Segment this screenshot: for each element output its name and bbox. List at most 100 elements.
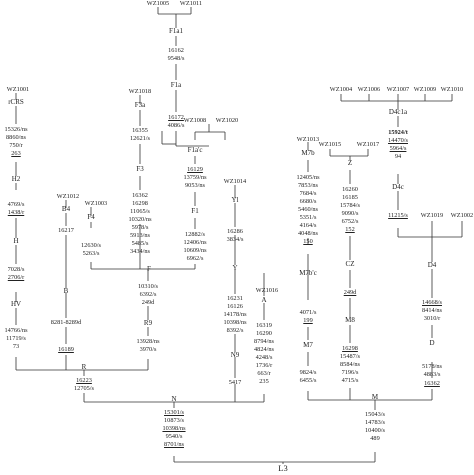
- haplogroup-label: F1a'c: [187, 146, 203, 154]
- mutation-label: 14766/ns: [4, 327, 28, 334]
- mutation-label: 10609/ns: [183, 247, 207, 254]
- sample-label: WZ1002: [450, 212, 474, 219]
- root-haplogroup-label: L3: [278, 463, 288, 473]
- mutation-label: 15326/ns: [4, 126, 28, 133]
- mutation-label: 4071/s: [299, 309, 317, 316]
- mutation-label: 16260: [342, 186, 358, 193]
- haplogroup-label: A: [261, 296, 267, 304]
- mutation-label: 11065/s: [130, 208, 150, 215]
- mutation-label: 249d: [343, 289, 357, 296]
- haplogroup-label: H2: [11, 175, 21, 183]
- sample-label: WZ1016: [255, 287, 279, 294]
- sample-label: WZ1007: [386, 86, 410, 93]
- haplogroup-label: HV: [10, 300, 22, 308]
- sample-label: WZ1013: [296, 136, 320, 143]
- mutation-label: 7853/ns: [298, 182, 318, 189]
- mutation-label: 1736/r: [255, 362, 273, 369]
- mutation-label: 16172: [168, 114, 184, 121]
- haplogroup-label: D: [429, 339, 435, 347]
- mutation-label: 150: [303, 238, 313, 245]
- mutation-label: 4248/s: [255, 354, 273, 361]
- mutation-label: 3010/r: [423, 315, 441, 322]
- haplogroup-label: M7b'c: [299, 269, 317, 277]
- haplogroup-label: F4: [87, 213, 95, 221]
- mutation-label: 8860/ns: [6, 134, 26, 141]
- reference-label: rCRS: [8, 98, 24, 106]
- mutation-label: 4715/s: [341, 377, 359, 384]
- mutation-label: 16129: [187, 166, 203, 173]
- mutation-label: 14668/s: [422, 299, 442, 306]
- mutation-label: 8392/s: [226, 327, 244, 334]
- haplogroup-label: D4c: [392, 183, 404, 191]
- sample-label: WZ1018: [128, 88, 152, 95]
- mutation-label: 12705/s: [74, 385, 94, 392]
- mutation-label: 16189: [58, 346, 74, 353]
- mutation-label: 14470/s: [388, 137, 408, 144]
- haplogroup-label: H: [13, 237, 19, 245]
- haplogroup-label: Z: [347, 159, 353, 167]
- mutation-label: 10400/s: [365, 427, 385, 434]
- haplogroup-label: F3: [136, 165, 144, 173]
- sample-label: WZ1015: [318, 141, 342, 148]
- sample-label: WZ1010: [440, 86, 464, 93]
- mutation-label: 16162: [168, 47, 184, 54]
- haplogroup-label: B: [63, 287, 69, 295]
- mutation-label: 13928/ns: [136, 338, 160, 345]
- mutation-label: 4883/s: [423, 371, 441, 378]
- mutation-label: 6455/s: [299, 377, 317, 384]
- mutation-label: 7684/s: [299, 190, 317, 197]
- mutation-label: 6680/s: [299, 198, 317, 205]
- mutation-label: 10873/s: [164, 417, 184, 424]
- mutation-label: 12882/s: [185, 231, 205, 238]
- mutation-label: 235: [259, 378, 269, 385]
- haplogroup-label: F1: [191, 207, 199, 215]
- mutation-label: 4164/s: [299, 222, 317, 229]
- mutation-label: 15487/s: [340, 353, 360, 360]
- mutation-label: 16362: [424, 380, 440, 387]
- mutation-label: 1438/r: [7, 209, 25, 216]
- haplogroup-label: F3a: [134, 101, 146, 109]
- haplogroup-label: CZ: [345, 260, 355, 268]
- haplogroup-label: F1a1: [169, 27, 183, 35]
- mutation-label: 16223: [76, 377, 92, 384]
- mutation-label: 16298: [342, 345, 358, 352]
- mutation-label: 16355: [132, 127, 148, 134]
- sample-label: WZ1011: [179, 0, 203, 7]
- mutation-label: 94: [394, 153, 402, 160]
- mutation-label: 11215/s: [388, 212, 408, 219]
- mutation-label: 4048/ns: [298, 230, 318, 237]
- mutation-label: 4769/s: [7, 201, 25, 208]
- haplogroup-label: F1a: [170, 81, 182, 89]
- mutation-label: 15784/s: [340, 202, 360, 209]
- mutation-label: 9090/s: [341, 210, 359, 217]
- mutation-label: 12621/s: [130, 135, 150, 142]
- mutation-label: 5978/s: [131, 224, 149, 231]
- mutation-label: 6752/s: [341, 218, 359, 225]
- mutation-label: 3434/ns: [130, 248, 150, 255]
- mutation-label: 7028/s: [7, 266, 25, 273]
- mutation-label: 16362: [132, 192, 148, 199]
- mutation-label: 2706/r: [7, 274, 25, 281]
- mutation-label: 16185: [342, 194, 358, 201]
- mutation-label: 249d: [141, 299, 155, 306]
- haplogroup-label: R: [81, 363, 87, 371]
- sample-label: WZ1008: [183, 117, 207, 124]
- mutation-label: 5263/s: [82, 250, 100, 257]
- mutation-label: 8794/ns: [254, 338, 274, 345]
- mutation-label: 7196/s: [341, 369, 359, 376]
- mutation-label: 8414/ns: [422, 307, 442, 314]
- mutation-label: 16217: [58, 227, 74, 234]
- mutation-label: 5178/ns: [422, 363, 442, 370]
- mutation-label: 750/r: [9, 142, 23, 149]
- mutation-label: 152: [345, 226, 355, 233]
- sample-label: WZ1006: [357, 86, 381, 93]
- mutation-label: 9053/ns: [185, 182, 205, 189]
- mutation-label: 10398/ns: [162, 425, 186, 432]
- mutation-label: 16290: [256, 330, 272, 337]
- haplogroup-label: Y: [232, 264, 238, 272]
- mutation-label: 14783/s: [365, 419, 385, 426]
- haplogroup-label: M7b: [301, 149, 315, 157]
- mutation-label: 12406/ns: [183, 239, 207, 246]
- haplogroup-label: Yl: [231, 196, 239, 204]
